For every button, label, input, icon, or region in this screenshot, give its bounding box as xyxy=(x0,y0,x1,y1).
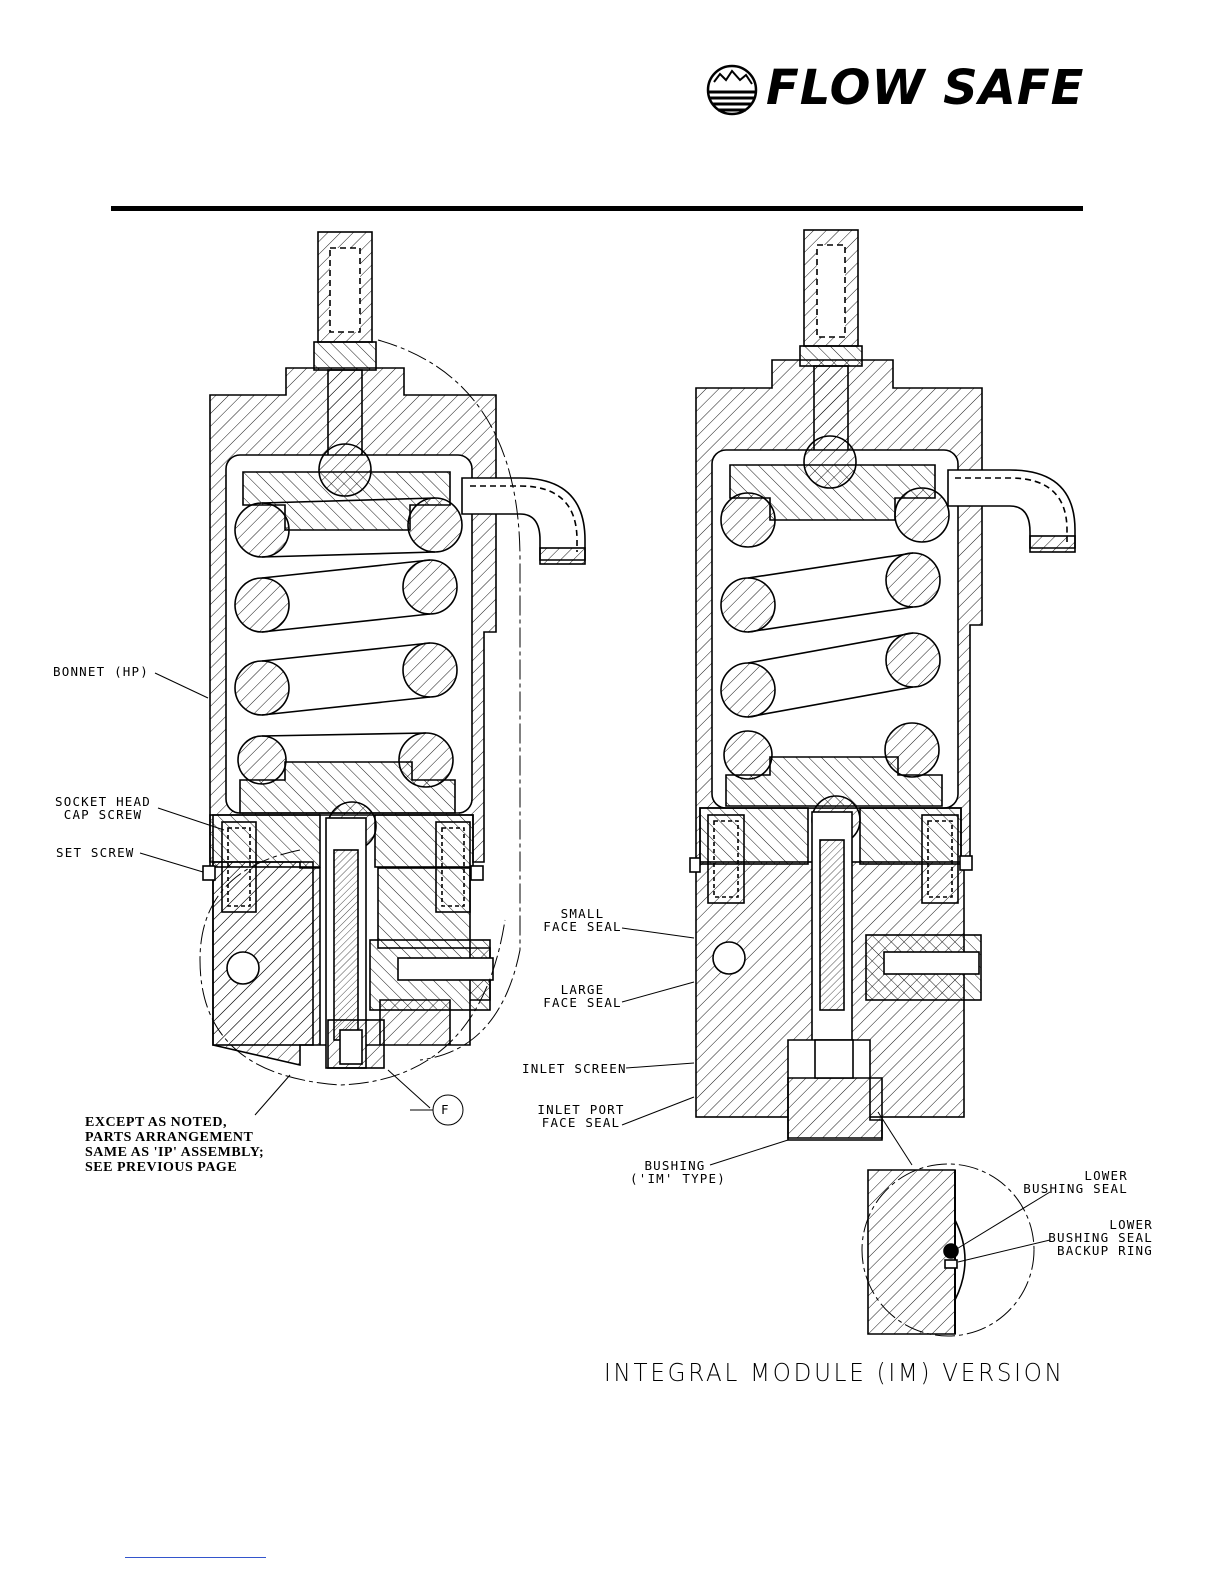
label-inlet-port-2: FACE SEAL xyxy=(535,1116,627,1129)
label-lower-bushing-2: BUSHING SEAL xyxy=(1010,1182,1128,1195)
note-line-4: SEE PREVIOUS PAGE xyxy=(85,1160,264,1175)
label-inlet-screen: INLET SCREEN xyxy=(522,1062,627,1075)
note-line-3: SAME AS 'IP' ASSEMBLY; xyxy=(85,1145,264,1160)
lower-bushing-seal-oring xyxy=(944,1244,958,1258)
label-bonnet: BONNET (HP) xyxy=(53,665,149,678)
left-assembly xyxy=(200,232,585,1125)
assembly-note: EXCEPT AS NOTED, PARTS ARRANGEMENT SAME … xyxy=(85,1115,264,1175)
note-line-2: PARTS ARRANGEMENT xyxy=(85,1130,264,1145)
figure-caption: INTEGRAL MODULE (IM) VERSION xyxy=(604,1358,1065,1387)
note-line-1: EXCEPT AS NOTED, xyxy=(85,1115,264,1130)
label-large-face-2: FACE SEAL xyxy=(540,996,625,1009)
label-small-face-2: FACE SEAL xyxy=(540,920,625,933)
label-detail-f: F xyxy=(441,1103,450,1116)
label-socket-head-2: CAP SCREW xyxy=(50,808,156,821)
label-backup-3: BACKUP RING xyxy=(1035,1244,1153,1257)
bushing-im-type xyxy=(788,1078,882,1138)
label-set-screw: SET SCREW xyxy=(56,846,135,859)
footer-link-underline[interactable] xyxy=(125,1557,266,1558)
label-bushing-2: ('IM' TYPE) xyxy=(630,1172,720,1185)
